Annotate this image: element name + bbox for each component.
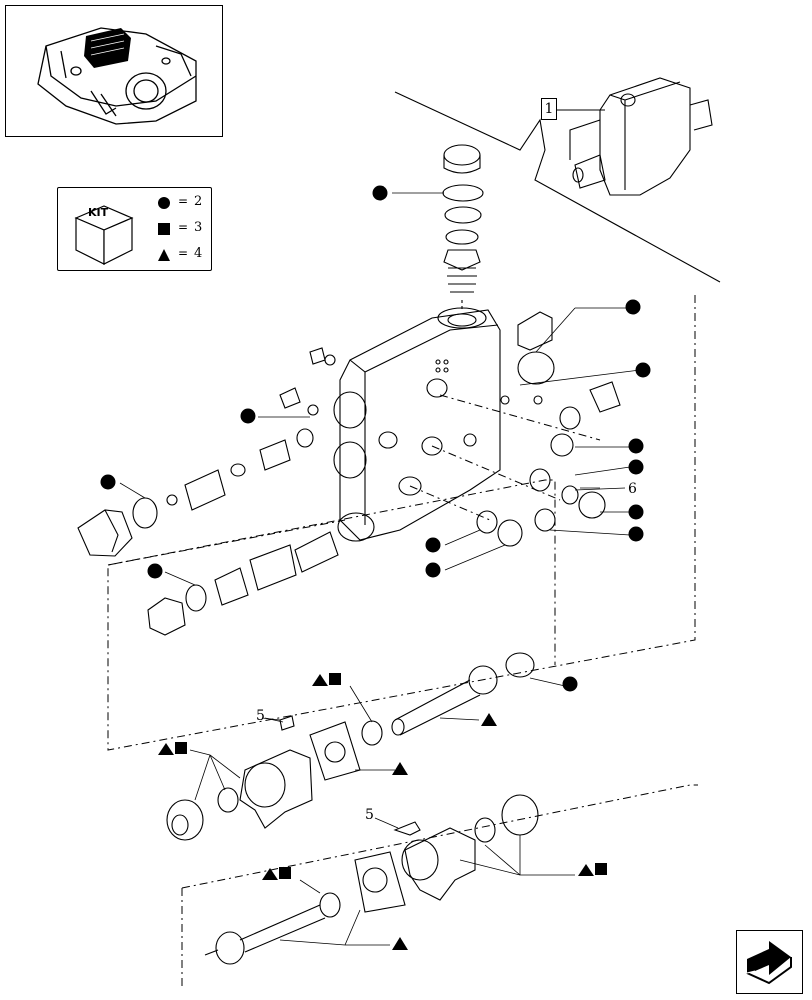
circle-callouts xyxy=(100,185,651,692)
callout-number-5b: 5 xyxy=(365,807,374,823)
reference-box: 1 xyxy=(541,98,557,120)
kit-row-square: = 3 xyxy=(158,220,210,240)
circle-symbol-icon xyxy=(158,197,170,209)
next-page-arrow-icon xyxy=(746,941,792,985)
callout-circle xyxy=(562,676,578,692)
callout-circle xyxy=(628,438,644,454)
tractor-rear-housing-icon xyxy=(37,27,197,125)
triangle-symbol-icon xyxy=(158,249,170,261)
location-thumbnail xyxy=(5,5,223,137)
triangle-square-callouts xyxy=(158,673,607,950)
valve-body xyxy=(333,307,501,542)
kit-qty-triangle: 4 xyxy=(194,246,203,261)
leader-lines xyxy=(119,192,641,946)
callout-circle xyxy=(628,459,644,475)
top-cap-stack xyxy=(442,144,484,312)
kit-label: KIT xyxy=(88,206,109,219)
callout-circle xyxy=(147,563,163,579)
callout-circle xyxy=(372,185,388,201)
callout-circle xyxy=(625,299,641,315)
callout-number-5a: 5 xyxy=(256,708,265,724)
kit-equals: = xyxy=(178,246,189,260)
callout-circle xyxy=(240,408,256,424)
callout-number-6: 6 xyxy=(628,481,637,497)
kit-equals: = xyxy=(178,194,189,208)
kit-row-triangle: = 4 xyxy=(158,246,210,266)
callout-circle xyxy=(628,526,644,542)
lower-piston-assembly xyxy=(204,794,539,965)
kit-row-circle: = 2 xyxy=(158,194,210,214)
kit-qty-square: 3 xyxy=(194,220,203,235)
next-page-button[interactable] xyxy=(736,930,803,994)
callout-circle xyxy=(635,362,651,378)
callout-circle xyxy=(628,504,644,520)
kit-equals: = xyxy=(178,220,189,234)
kit-box-icon xyxy=(74,205,134,265)
callout-circle xyxy=(100,474,116,490)
piston-assembly xyxy=(166,652,535,841)
kit-qty-circle: 2 xyxy=(194,194,203,209)
kit-legend: KIT = 2 = 3 = 4 xyxy=(57,187,212,271)
right-side-parts xyxy=(476,311,621,547)
valve-assembly-thumbnail xyxy=(557,77,713,196)
left-spool-parts xyxy=(77,347,339,636)
callout-circle xyxy=(425,537,441,553)
dashed-boundaries xyxy=(107,295,698,990)
callout-circle xyxy=(425,562,441,578)
square-symbol-icon xyxy=(158,223,170,235)
section-line xyxy=(394,91,721,283)
